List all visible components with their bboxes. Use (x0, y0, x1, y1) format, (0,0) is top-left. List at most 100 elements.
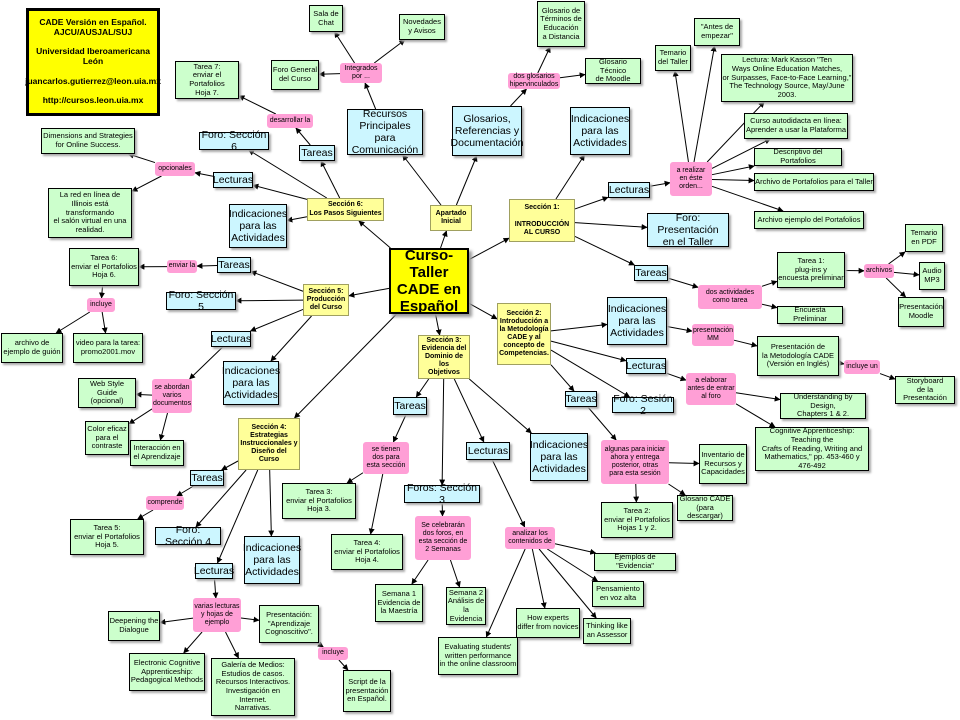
edge-tareas1-dosactividades (667, 277, 699, 289)
map-node-tarea6: Tarea 6: enviar el Portafolios Hoja 6. (69, 248, 139, 286)
map-node-archivo_ejemplo: Archivo ejemplo del Portafolios (754, 211, 864, 229)
edge-dosglosarios-glostecnico (559, 72, 586, 79)
edge-center-s3 (435, 313, 442, 336)
map-node-ind3: Indicaciones para las Actividades (530, 433, 588, 481)
map-node-glosterminos: Glosario de Términos de Educación a Dist… (537, 1, 585, 47)
map-node-script: Script de la presentación en Español. (343, 670, 391, 712)
edge-lect3-analizar (491, 459, 526, 528)
edge-s3-lect3 (453, 378, 485, 443)
edge-presmetodologia-incluyeun (838, 360, 845, 366)
edge-comprende-tarea5 (137, 509, 154, 520)
map-node-forogeneral: Foro General del Curso (271, 60, 319, 90)
map-node-tarea7: Tarea 7: enviar el Portafolios Hoja 7. (175, 61, 239, 99)
map-node-storyboard: Storyboard de la Presentación (895, 376, 955, 404)
edge-tareas4-comprende (176, 485, 194, 497)
edge-s1-ind1 (555, 154, 585, 200)
map-node-center: Curso-Taller CADE en Español (389, 247, 469, 315)
map-node-novedades: Novedades y Avisos (399, 14, 445, 40)
map-node-analizar: analizar los contenidos de (505, 527, 555, 549)
map-node-secelebraran: Se celebrarán dos foros, en esta sección… (415, 516, 471, 560)
edge-variaslecturas-electronic (183, 631, 203, 654)
map-node-semana1: Semana 1 Evidencia de la Maestría (375, 584, 423, 622)
edge-s4-foro4 (195, 469, 247, 528)
map-node-setienen: se tienen dos para esta sección (363, 442, 409, 474)
map-node-apartado: Apartado Inicial (430, 205, 472, 231)
map-node-galeria: Galería de Medios: Estudios de casos. Re… (211, 658, 295, 716)
edge-desarrollarla-tarea7 (238, 95, 277, 115)
map-node-s5: Sección 5: Producción del Curso (303, 284, 349, 316)
map-node-forosesion2: Foro: Sesión 2 (612, 392, 674, 417)
map-node-ind6: Indicaciones para las Actividades (229, 204, 287, 248)
edge-center-s4 (294, 313, 397, 419)
edge-s3-ind3 (468, 378, 532, 434)
map-node-ind2: Indicaciones para las Actividades (607, 297, 667, 345)
map-node-foro4: Foro: Sección 4 (155, 524, 221, 548)
map-node-tarea4: Tarea 4: enviar el Portafolios Hoja 4. (331, 534, 403, 570)
map-node-audiomp3: Audio MP3 (919, 262, 945, 290)
map-node-glosariocade: Glosario CADE (para descargar) (677, 494, 733, 521)
edge-tareas5-enviarla (196, 262, 218, 269)
map-node-webstyle: Web Style Guide (opcional) (78, 378, 136, 408)
edge-seabordan-colorefficaz (128, 408, 153, 425)
edge-analizar-thinking (538, 548, 597, 619)
edge-secelebraran-semana2 (449, 559, 461, 588)
map-node-lect6: Lecturas (213, 172, 253, 188)
edge-integrados-novedades (373, 39, 406, 64)
map-node-presmetodologia: Presentación de la Metodología CADE (Ver… (757, 336, 839, 376)
edge-s2-ind2 (550, 322, 608, 332)
edge-variaslecturas-galeria (225, 631, 239, 659)
map-node-s2: Sección 2: Introducción a la Metodología… (497, 303, 551, 365)
edge-algunas-inventario (668, 460, 700, 467)
edge-s6-lect6 (252, 183, 308, 200)
edge-incluyeun-storyboard (879, 373, 896, 381)
map-node-tareas1: Tareas (634, 265, 668, 281)
map-node-incluye4: incluye (318, 647, 348, 660)
map-node-tareas6: Tareas (299, 145, 335, 161)
map-node-comprende: comprende (146, 496, 184, 510)
edge-center-s5 (348, 287, 390, 298)
map-node-kasson: Lectura: Mark Kasson "Ten Ways Online Ed… (721, 54, 853, 102)
edge-recursos-integrados (364, 82, 377, 110)
edge-s1-tareas1 (574, 235, 635, 266)
map-node-tarea2: Tarea 2: enviar el Portafolios Hojas 1 y… (601, 502, 673, 538)
map-node-lect1: Lecturas (608, 182, 650, 198)
edge-analizar-ejemplos (554, 543, 597, 555)
edge-arealizar-kasson (706, 101, 765, 163)
edge-s5-foro5 (235, 297, 304, 304)
map-node-presentacionmm: presentación MM (692, 324, 734, 346)
edge-arealizar-archivo_portafolios (711, 177, 755, 184)
edge-seabordan-interaccion (158, 412, 169, 441)
map-node-header: CADE Versión en Español. AJCU/AUSJAL/SUJ… (25, 8, 161, 116)
edge-variaslecturas-deepening (159, 617, 194, 625)
edge-s5-tareas5 (250, 270, 304, 292)
edge-lect5-seabordan (189, 346, 224, 380)
edge-dosactividades-tarea1 (761, 280, 778, 287)
edge-presaprendizaje-incluye4 (317, 641, 324, 648)
map-node-s1: Sección 1: INTRODUCCIÓN AL CURSO (509, 199, 575, 242)
map-node-dosglosarios: dos glosarios hipervinculados (508, 72, 560, 89)
edge-incluye5-archivoguion (55, 311, 91, 334)
map-node-encuesta: Encuesta Preliminar (777, 306, 843, 324)
edge-apartado-glosarios (455, 155, 478, 206)
edge-s1-foropresent (574, 222, 648, 230)
map-node-recursos: Recursos Principales para Comunicación (347, 108, 423, 156)
map-node-foro6: Foro: Sección 6 (199, 129, 269, 153)
edge-dosactividades-encuesta (761, 303, 778, 310)
map-node-algunas: algunas para iniciar ahora y entrega pos… (601, 440, 669, 484)
map-node-redillinois: La red en línea de Illinois está transfo… (48, 188, 132, 238)
edge-incluye4-script (338, 659, 349, 671)
map-node-desarrollarla: desarrollar la (267, 114, 313, 128)
edge-s5-lect5 (249, 308, 304, 332)
map-node-s4: Sección 4: Estrategias Instruccionales y… (238, 418, 300, 470)
edge-analizar-pensamiento (547, 548, 599, 582)
edge-tareas3-setienen (392, 414, 407, 443)
edge-analizar-howexperts (531, 548, 547, 609)
edge-s2-forosesion2 (550, 349, 631, 398)
edge-lect4-variaslecturas (212, 578, 219, 599)
map-node-videotarea: video para la tarea: promo2001.mov (73, 333, 143, 363)
edge-arealizar-autodidacta (711, 138, 771, 169)
map-node-s3: Sección 3: Evidencia del Dominio de los … (418, 335, 470, 379)
edge-s4-tareas4 (221, 460, 239, 471)
edge-tareas2-algunas (587, 406, 617, 441)
